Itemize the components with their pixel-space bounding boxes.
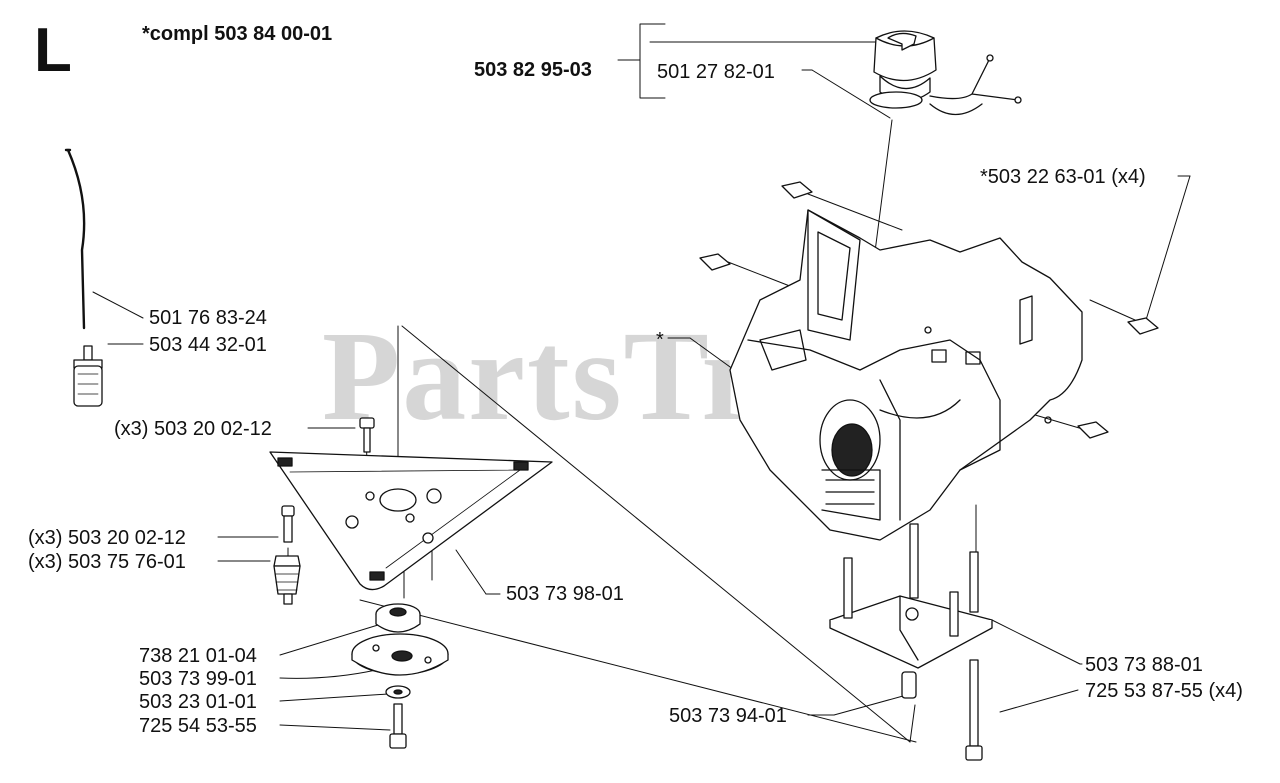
part-label-screw-top: (x3) 503 20 02-12 — [114, 418, 272, 440]
part-label-washer-plate: 503 73 99-01 — [139, 668, 257, 690]
part-label-stand: 503 73 88-01 — [1085, 654, 1203, 676]
sleeve-bolt-drawing — [901, 659, 983, 761]
plate-drawing — [269, 451, 553, 591]
fuel-cap-drawing — [869, 30, 1022, 116]
stand-drawing — [829, 523, 993, 669]
screw-top-drawing — [359, 417, 375, 453]
fuel-filter-drawing — [73, 345, 103, 407]
part-label-bushing: 738 21 01-04 — [139, 645, 257, 667]
clip-drawings — [699, 181, 1159, 439]
part-label-fuel-filter: 503 44 32-01 — [149, 334, 267, 356]
part-label-spring: (x3) 503 75 76-01 — [28, 551, 186, 573]
section-letter: L — [34, 16, 72, 85]
part-label-cap-assembly: 503 82 95-03 — [474, 59, 592, 81]
part-label-fuel-hose: 501 76 83-24 — [149, 307, 267, 329]
fuel-hose-drawing — [64, 148, 86, 330]
part-label-screw-left: (x3) 503 20 02-12 — [28, 527, 186, 549]
part-label-clips: *503 22 63-01 (x4) — [980, 166, 1146, 188]
part-label-plate: 503 73 98-01 — [506, 583, 624, 605]
part-label-sleeve: 503 73 94-01 — [669, 705, 787, 727]
part-label-bolt: 725 54 53-55 — [139, 715, 257, 737]
assembly-note: *compl 503 84 00-01 — [142, 23, 333, 45]
part-label-long-bolt: 725 53 87-55 (x4) — [1085, 680, 1243, 702]
bushing-washer-drawing — [351, 603, 449, 749]
fuel-tank-drawing — [729, 209, 1083, 541]
screw-spring-drawing — [273, 505, 301, 605]
part-label-washer: 503 23 01-01 — [139, 691, 257, 713]
part-label-cap: 501 27 82-01 — [657, 61, 775, 83]
part-label-tank-marker: * — [656, 329, 664, 351]
